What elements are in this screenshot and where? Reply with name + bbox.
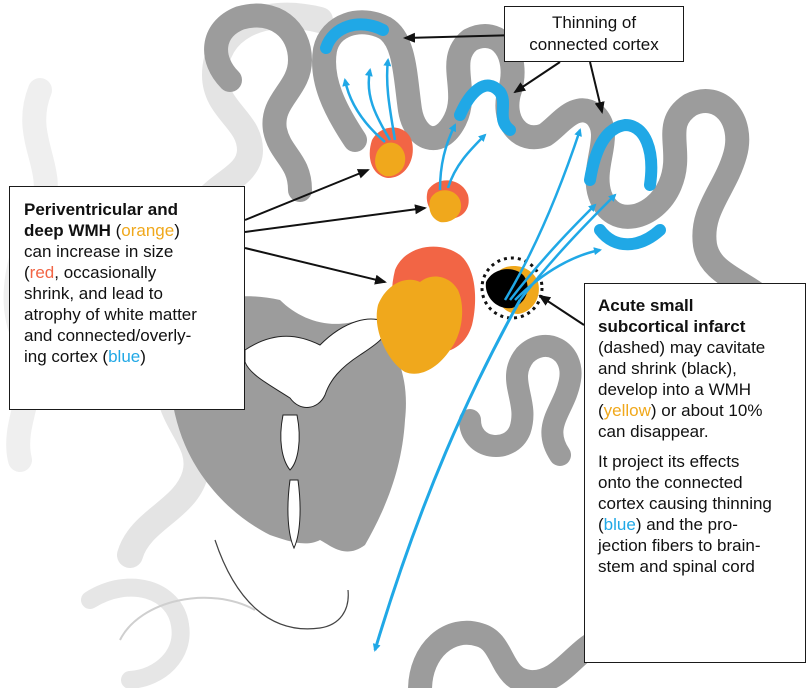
thinning-line-2: connected cortex: [505, 34, 683, 56]
infarct-line-7: can disappear.: [598, 421, 801, 442]
cortex-ribbon-lower: [470, 346, 571, 455]
wmh-label: Periventricular and deep WMH (orange) ca…: [9, 186, 245, 410]
infarct-label: Acute small subcortical infarct (dashed)…: [584, 283, 806, 663]
wmh-line-6: atrophy of white matter: [24, 304, 238, 325]
arrow-wmh-2: [245, 208, 425, 232]
wmh-title-1: Periventricular and: [24, 199, 238, 220]
arrow-wmh-3: [245, 248, 385, 282]
infarct-line-10: cortex causing thinning: [598, 493, 801, 514]
infarct-cavity-black: [486, 269, 528, 308]
infarct-line-11: (blue) and the pro-: [598, 514, 801, 535]
thinned-cortex-2: [460, 86, 510, 130]
infarct-line-12: jection fibers to brain-: [598, 535, 801, 556]
infarct-title-2: subcortical infarct: [598, 316, 801, 337]
wmh-line-8: ing cortex (blue): [24, 346, 238, 367]
infarct-line-4: and shrink (black),: [598, 358, 801, 379]
wmh-line-3: can increase in size: [24, 241, 238, 262]
projection-fiber-6: [510, 205, 595, 300]
infarct-line-9: onto the connected: [598, 472, 801, 493]
infarct-line-13: stem and spinal cord: [598, 556, 801, 577]
thinned-cortex-4: [600, 230, 660, 244]
pons-outline: [215, 540, 348, 629]
wmh-line-4: (red, occasionally: [24, 262, 238, 283]
infarct-line-6: (yellow) or about 10%: [598, 400, 801, 421]
wmh-title-2: deep WMH (orange): [24, 220, 238, 241]
infarct-line-8: It project its effects: [598, 451, 801, 472]
thinning-cortex-label: Thinning of connected cortex: [504, 6, 684, 62]
infarct-title-1: Acute small: [598, 295, 801, 316]
arrow-infarct: [540, 296, 584, 325]
infarct-line-5: develop into a WMH: [598, 379, 801, 400]
wmh-fiber-2b: [448, 135, 485, 188]
wmh-line-5: shrink, and lead to: [24, 283, 238, 304]
infarct-line-3: (dashed) may cavitate: [598, 337, 801, 358]
wmh-line-7: and connected/overly-: [24, 325, 238, 346]
thinning-line-1: Thinning of: [505, 12, 683, 34]
temporal-ghost: [90, 588, 181, 680]
